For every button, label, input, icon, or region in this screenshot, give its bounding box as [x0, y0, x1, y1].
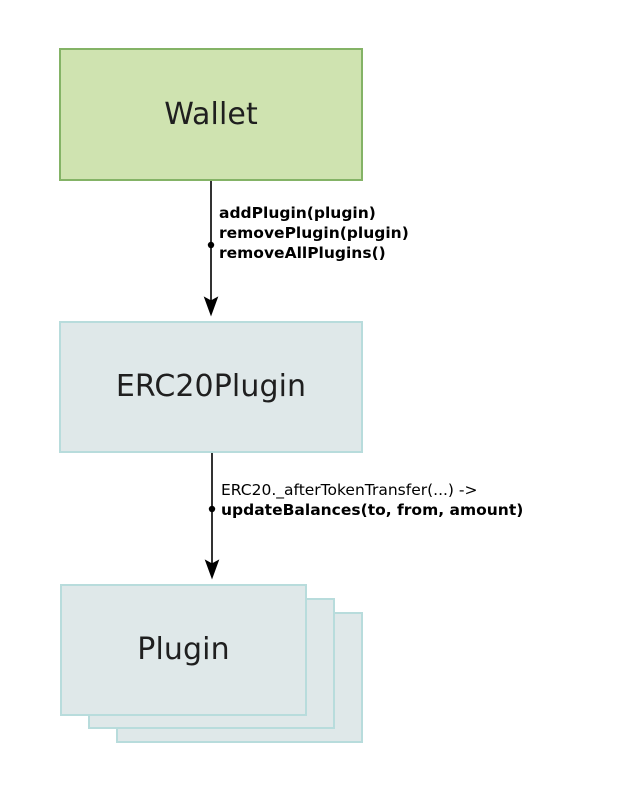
node-erc20-plugin[interactable]: ERC20Plugin [59, 321, 363, 453]
node-erc20-plugin-label: ERC20Plugin [115, 369, 307, 404]
edge-wallet-to-erc20-waypoint-dot [207, 241, 215, 249]
edge-erc20-to-plugin-arrowhead [204, 559, 220, 580]
edge-wallet-to-erc20-labels: addPlugin(plugin) removePlugin(plugin) r… [219, 204, 409, 264]
edge-erc20-to-plugin-waypoint-dot [208, 505, 216, 513]
edge-label-remove-all-plugins: removeAllPlugins() [219, 243, 386, 262]
edge-label-add-plugin: addPlugin(plugin) [219, 204, 376, 222]
edge-erc20-to-plugin-labels: ERC20._afterTokenTransfer(...) -> update… [221, 481, 523, 521]
node-wallet[interactable]: Wallet [59, 48, 363, 181]
node-plugin-label: Plugin [137, 632, 230, 667]
edge-label-update-balances: updateBalances(to, from, amount) [221, 500, 524, 519]
edge-erc20-to-plugin [204, 453, 220, 580]
edge-wallet-to-erc20 [203, 181, 219, 317]
edge-label-remove-plugin: removePlugin(plugin) [219, 223, 409, 242]
node-plugin[interactable]: Plugin [60, 584, 307, 716]
node-wallet-label: Wallet [164, 96, 258, 132]
edge-label-after-token-transfer: ERC20._afterTokenTransfer(...) -> [221, 481, 478, 499]
edge-wallet-to-erc20-arrowhead [203, 296, 219, 317]
